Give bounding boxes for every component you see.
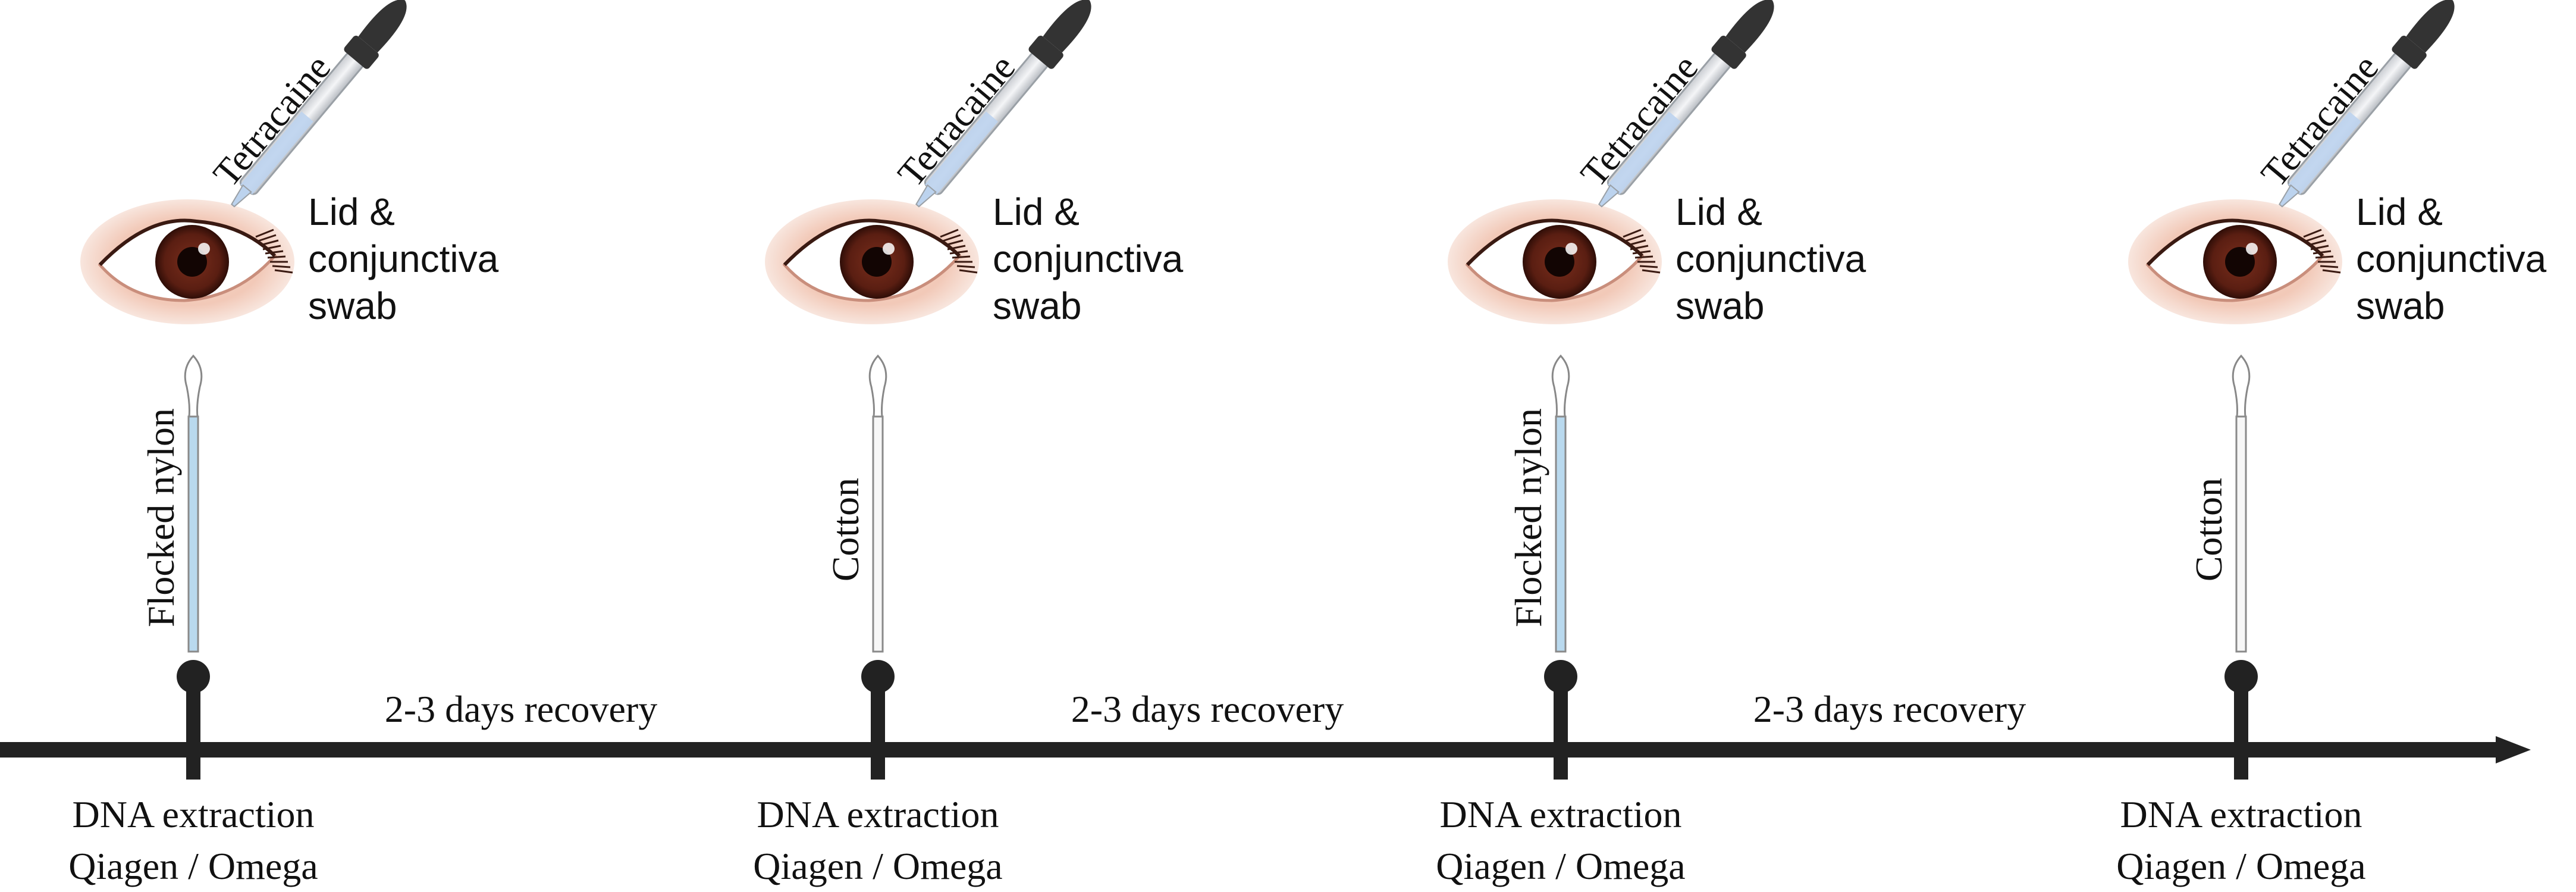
eye-highlight bbox=[2246, 243, 2258, 255]
upper-eyelid-line bbox=[98, 218, 277, 267]
eyelashes bbox=[940, 229, 978, 274]
flocked-swab-icon bbox=[1551, 354, 1570, 653]
dropper-tip bbox=[2279, 184, 2300, 208]
dropper-icon bbox=[915, 0, 1091, 208]
cotton-swab-icon bbox=[2232, 354, 2251, 653]
marker-dot bbox=[2224, 660, 2258, 693]
eye-highlight bbox=[198, 243, 210, 255]
procedure-label: swab bbox=[1676, 284, 1764, 327]
swab-head bbox=[184, 354, 203, 418]
eye-icon bbox=[2128, 199, 2342, 324]
swab-stick bbox=[1555, 415, 1567, 653]
dropper-liquid bbox=[240, 111, 313, 195]
eye-icon bbox=[80, 199, 294, 324]
procedure-label: swab bbox=[2356, 284, 2445, 327]
recovery-interval-label: 2-3 days recovery bbox=[385, 688, 657, 730]
eyelashes bbox=[255, 229, 293, 274]
procedure-label: conjunctiva bbox=[2356, 237, 2547, 280]
marker-dot bbox=[1544, 660, 1577, 693]
swab-stick bbox=[187, 415, 199, 653]
dropper-collar bbox=[1711, 35, 1746, 69]
extraction-label: Qiagen / Omega bbox=[1436, 845, 1685, 887]
dropper-bulb bbox=[358, 0, 407, 53]
recovery-interval-label: 2-3 days recovery bbox=[1071, 688, 1344, 730]
eye-icon bbox=[1448, 199, 1662, 324]
procedure-label: Lid & bbox=[1676, 190, 1762, 233]
extraction-label: DNA extraction bbox=[757, 793, 999, 835]
pupil bbox=[862, 247, 892, 277]
extraction-label: Qiagen / Omega bbox=[753, 845, 1002, 887]
pupil bbox=[1545, 247, 1574, 277]
timeline-marker bbox=[1544, 660, 1577, 780]
extraction-label: DNA extraction bbox=[1440, 793, 1682, 835]
procedure-label: Lid & bbox=[993, 190, 1080, 233]
swab-type-label: Flocked nylon bbox=[1507, 408, 1549, 627]
marker-dot bbox=[177, 660, 210, 693]
marker-dot bbox=[861, 660, 895, 693]
swab-type-label: Cotton bbox=[824, 478, 867, 581]
upper-eyelid-line bbox=[1466, 218, 1644, 267]
timeline-marker bbox=[177, 660, 210, 780]
eyelashes bbox=[2303, 229, 2341, 274]
eye-icon bbox=[765, 199, 979, 324]
timeline-marker bbox=[2224, 660, 2258, 780]
dropper-icon bbox=[2279, 0, 2455, 208]
procedure-label: swab bbox=[308, 284, 397, 327]
dropper-tip bbox=[1598, 184, 1620, 208]
procedure-label: conjunctiva bbox=[993, 237, 1184, 280]
swab-stick bbox=[872, 415, 884, 653]
procedure-label: conjunctiva bbox=[1676, 237, 1866, 280]
pupil bbox=[2225, 247, 2255, 277]
procedure-label: Lid & bbox=[2356, 190, 2443, 233]
upper-eyelid-line bbox=[783, 218, 961, 267]
swab-head bbox=[2232, 354, 2251, 418]
dropper-liquid bbox=[1608, 111, 1681, 195]
dropper-bulb bbox=[1043, 0, 1091, 53]
extraction-label: Qiagen / Omega bbox=[2116, 845, 2365, 887]
procedure-label: Lid & bbox=[308, 190, 395, 233]
eye-highlight bbox=[883, 243, 895, 255]
swab-type-label: Flocked nylon bbox=[140, 408, 182, 627]
dropper-icon bbox=[231, 0, 407, 208]
swab-type-label: Cotton bbox=[2188, 478, 2230, 581]
dropper-collar bbox=[344, 35, 379, 69]
dropper-tip bbox=[231, 184, 252, 208]
eyelashes bbox=[1623, 229, 1661, 274]
swab-stick bbox=[2235, 415, 2247, 653]
flocked-swab-icon bbox=[184, 354, 203, 653]
eye-highlight bbox=[1565, 243, 1577, 255]
dropper-bulb bbox=[1725, 0, 1774, 53]
swab-head bbox=[868, 354, 887, 418]
dropper-icon bbox=[1598, 0, 1774, 208]
dropper-liquid bbox=[925, 111, 998, 195]
dropper-tip bbox=[915, 184, 937, 208]
recovery-intervals: 2-3 days recovery 2-3 days recovery 2-3 da… bbox=[385, 688, 2026, 730]
dropper-bulb bbox=[2406, 0, 2455, 53]
dropper-collar bbox=[2392, 35, 2427, 69]
swab-head bbox=[1551, 354, 1570, 418]
timeline-marker bbox=[861, 660, 895, 780]
upper-eyelid-line bbox=[2146, 218, 2324, 267]
recovery-interval-label: 2-3 days recovery bbox=[1753, 688, 2026, 730]
procedure-label: swab bbox=[993, 284, 1081, 327]
dropper-collar bbox=[1028, 35, 1063, 69]
extraction-label: DNA extraction bbox=[2120, 793, 2362, 835]
extraction-label: DNA extraction bbox=[73, 793, 315, 835]
pupil bbox=[177, 247, 207, 277]
dropper-liquid bbox=[2288, 111, 2361, 195]
timeline-axis bbox=[0, 736, 2531, 763]
extraction-label: Qiagen / Omega bbox=[68, 845, 318, 887]
procedure-label: conjunctiva bbox=[308, 237, 499, 280]
cotton-swab-icon bbox=[868, 354, 887, 653]
